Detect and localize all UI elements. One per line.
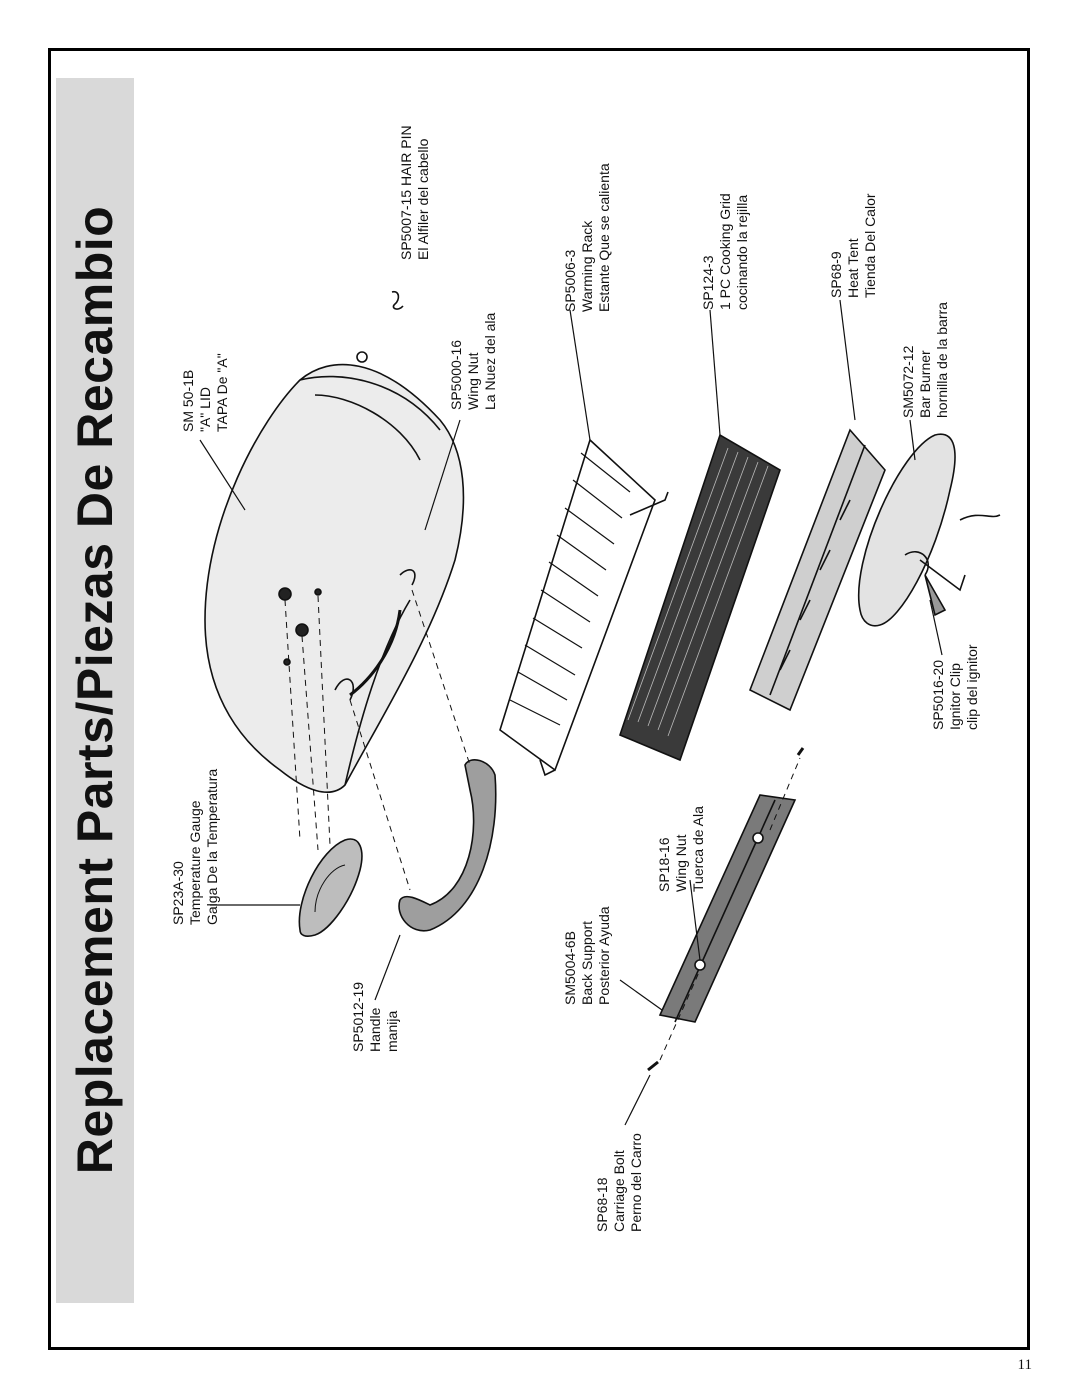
part-name-en: 1 PC Cooking Grid: [717, 193, 733, 310]
part-name-en: Back Support: [579, 920, 595, 1005]
label-ignitor-clip: SP5016-20 Ignitor Clip clip del ignitor: [930, 644, 981, 730]
hair-pin-drawing: [391, 290, 404, 310]
part-code: SP23A-30: [170, 861, 186, 925]
part-code: SP124-3: [700, 255, 716, 310]
part-code: SP5000-16: [448, 339, 464, 410]
temperature-gauge-drawing: [298, 838, 363, 937]
assembly-lines: [284, 589, 801, 1061]
part-name-es: TAPA De "A": [214, 353, 230, 432]
part-name-es: clip del ignitor: [964, 644, 980, 730]
label-wing-nut-support: SP18-16 Wing Nut Tuerca de Ala: [656, 806, 707, 892]
part-name-es: Perno del Carro: [628, 1133, 644, 1232]
label-carriage-bolt: SP68-18 Carriage Bolt Perno del Carro: [594, 1133, 645, 1232]
part-name-es: cocinando la rejilla: [734, 194, 750, 310]
part-name-es: Posterior Ayuda: [596, 906, 612, 1005]
part-name-en: Heat Tent: [845, 238, 861, 298]
part-name-en: Wing Nut: [465, 352, 481, 410]
handle-drawing: [398, 759, 497, 932]
part-name-es: manija: [384, 1010, 400, 1052]
label-lid: SM 50-1B "A" LID TAPA De "A": [180, 353, 231, 432]
cooking-grid-drawing: [619, 433, 781, 762]
lid-drawing: [204, 351, 465, 794]
part-name-es: Tienda Del Calor: [862, 193, 878, 298]
label-back-support: SM5004-6B Back Support Posterior Ayuda: [562, 906, 613, 1005]
label-wing-nut-lid: SP5000-16 Wing Nut La Nuez del ala: [448, 313, 499, 410]
part-name-en: Warming Rack: [579, 220, 595, 312]
heat-tent-drawing: [748, 428, 886, 712]
part-name-en: El Alfiler del cabello: [415, 138, 431, 260]
part-code: SP68-18: [594, 1177, 610, 1232]
bar-burner-drawing: [857, 433, 1001, 627]
label-cooking-grid: SP124-3 1 PC Cooking Grid cocinando la r…: [700, 193, 751, 310]
part-code: SP5006-3: [562, 249, 578, 312]
leader-lines: [199, 299, 943, 1126]
part-code: SP18-16: [656, 837, 672, 892]
part-name-en: Bar Burner: [917, 350, 933, 418]
part-name-en: Handle: [367, 1007, 383, 1052]
title-band: [56, 78, 134, 1303]
part-name-en: Ignitor Clip: [947, 663, 963, 730]
back-support-drawing: [658, 794, 797, 1023]
part-name-en: Temperature Gauge: [187, 800, 203, 925]
label-hair-pin: SP5007-15 HAIR PIN El Alfiler del cabell…: [398, 125, 432, 260]
part-code: SP5007-15 HAIR PIN: [398, 125, 414, 260]
label-warming-rack: SP5006-3 Warming Rack Estante Que se cal…: [562, 163, 613, 312]
part-name-es: Tuerca de Ala: [690, 806, 706, 892]
part-code: SM5004-6B: [562, 931, 578, 1005]
part-name-en: "A" LID: [197, 387, 213, 432]
part-code: SP5012-19: [350, 981, 366, 1052]
label-handle: SP5012-19 Handle manija: [350, 982, 401, 1052]
part-name-en: Carriage Bolt: [611, 1150, 627, 1232]
part-code: SP68-9: [828, 251, 844, 298]
carriage-bolt-right-drawing: [796, 747, 805, 756]
part-name-es: Estante Que se calienta: [596, 163, 612, 312]
part-name-es: hornilla de la barra: [934, 302, 950, 418]
part-code: SM5072-12: [900, 345, 916, 418]
page-number: 11: [1017, 1357, 1032, 1373]
part-code: SP5016-20: [930, 659, 946, 730]
page-frame: [48, 48, 1030, 1350]
part-code: SM 50-1B: [180, 369, 196, 432]
label-heat-tent: SP68-9 Heat Tent Tienda Del Calor: [828, 193, 879, 298]
warming-rack-drawing: [499, 438, 669, 777]
carriage-bolt-left-drawing: [647, 1060, 659, 1072]
part-name-es: Galga De la Temperatura: [204, 768, 220, 925]
label-bar-burner: SM5072-12 Bar Burner hornilla de la barr…: [900, 302, 951, 418]
label-temperature-gauge: SP23A-30 Temperature Gauge Galga De la T…: [170, 769, 221, 925]
part-name-en: Wing Nut: [673, 834, 689, 892]
part-name-es: La Nuez del ala: [482, 312, 498, 410]
